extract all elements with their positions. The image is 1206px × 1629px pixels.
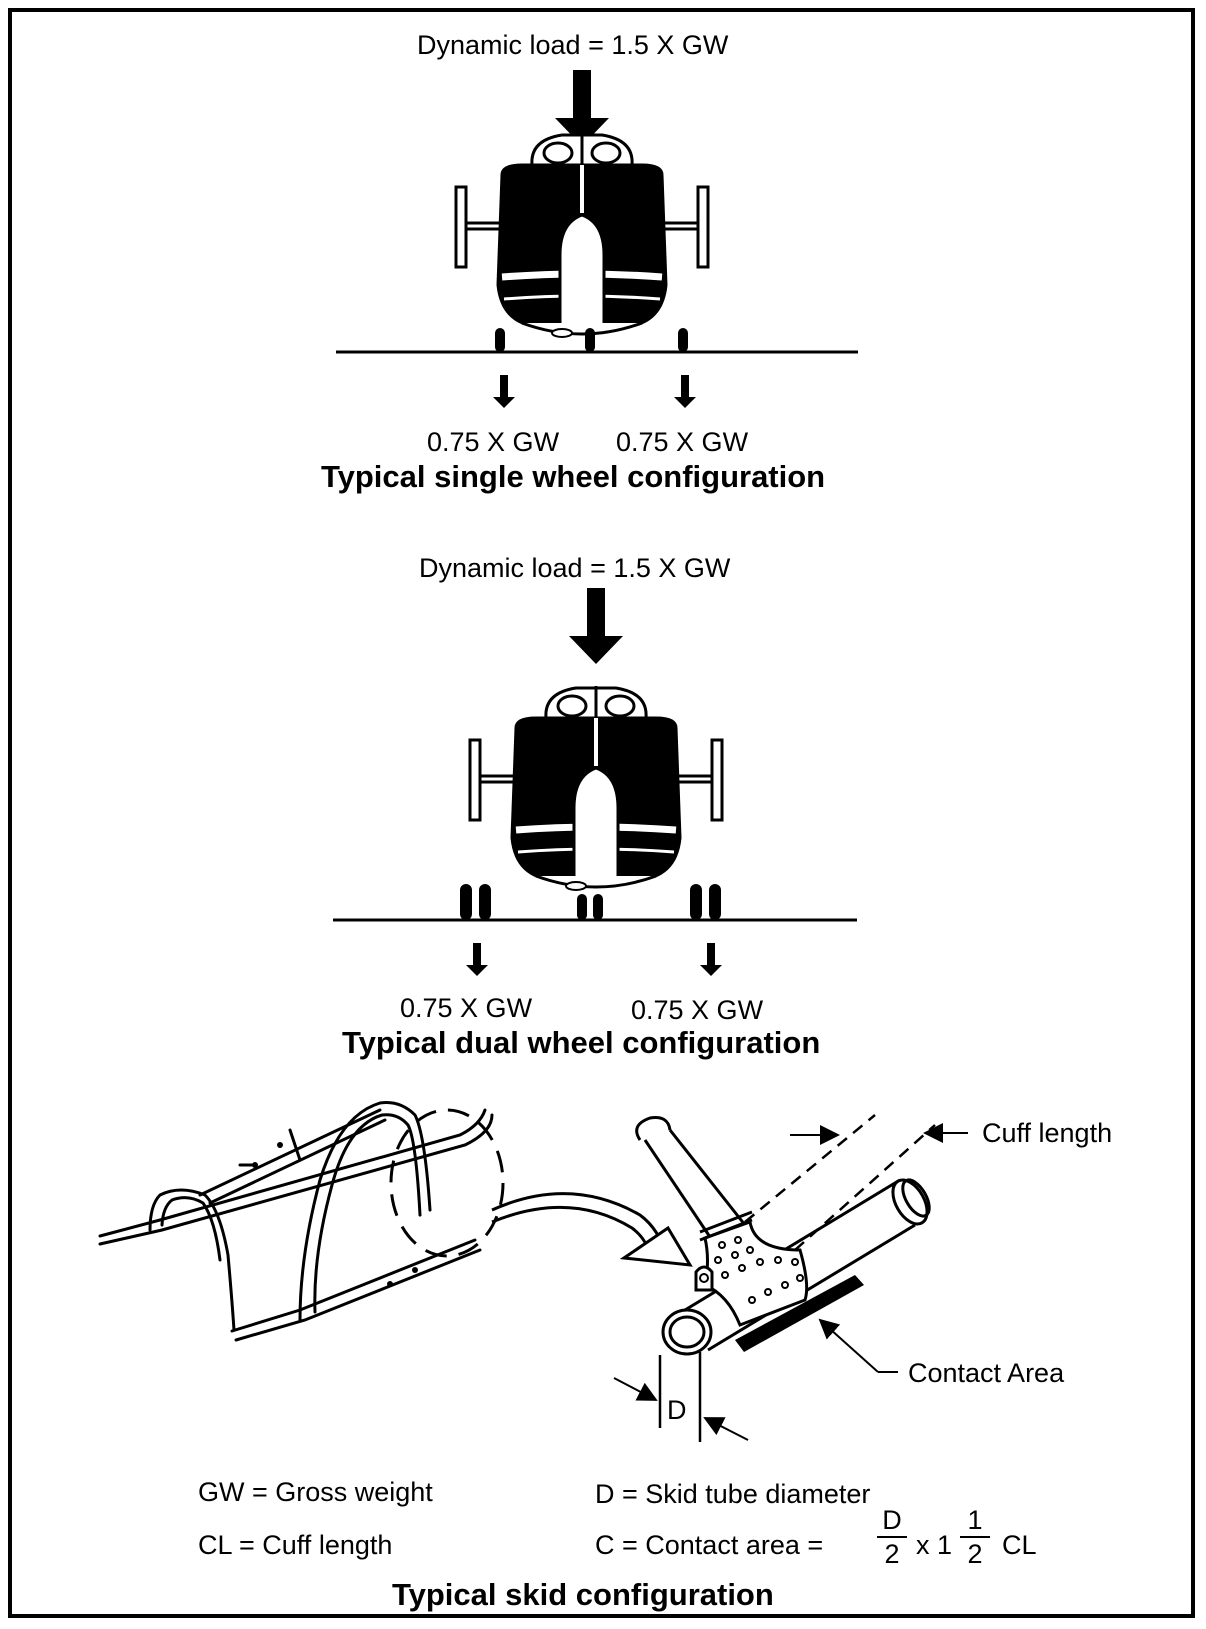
legend-contact-area-formula: C = Contact area = — [595, 1530, 824, 1560]
fraction-denominator: 2 — [884, 1539, 900, 1569]
legend-skid-diameter: D = Skid tube diameter — [595, 1479, 871, 1509]
legend-cuff-length: CL = Cuff length — [198, 1530, 393, 1560]
single-wheel-caption: Typical single wheel configuration — [321, 459, 826, 494]
fraction-numerator: D — [882, 1505, 902, 1535]
dual-right-wheel-load: 0.75 X GW — [631, 995, 764, 1025]
contact-area-label: Contact Area — [908, 1358, 1065, 1388]
formula-fraction-d-over-2: D 2 — [877, 1506, 907, 1568]
diagram-frame — [8, 8, 1195, 1618]
legend-gross-weight: GW = Gross weight — [198, 1477, 433, 1507]
fraction-numerator: 1 — [967, 1505, 983, 1535]
fraction-bar — [960, 1536, 990, 1538]
dual-dynamic-load-label: Dynamic load = 1.5 X GW — [419, 553, 731, 583]
formula-fraction-one-half: 1 2 — [960, 1506, 990, 1568]
formula-cl: CL — [1002, 1530, 1037, 1560]
fraction-denominator: 2 — [967, 1539, 983, 1569]
single-right-wheel-load: 0.75 X GW — [616, 427, 749, 457]
single-left-wheel-load: 0.75 X GW — [427, 427, 560, 457]
diameter-label: D — [667, 1395, 687, 1425]
formula-times-one: x 1 — [916, 1530, 953, 1560]
dual-wheel-caption: Typical dual wheel configuration — [342, 1025, 821, 1060]
fraction-bar — [877, 1536, 907, 1538]
single-dynamic-load-label: Dynamic load = 1.5 X GW — [417, 30, 729, 60]
cuff-length-label: Cuff length — [982, 1118, 1113, 1148]
skid-caption: Typical skid configuration — [392, 1577, 774, 1612]
dual-left-wheel-load: 0.75 X GW — [400, 993, 533, 1023]
